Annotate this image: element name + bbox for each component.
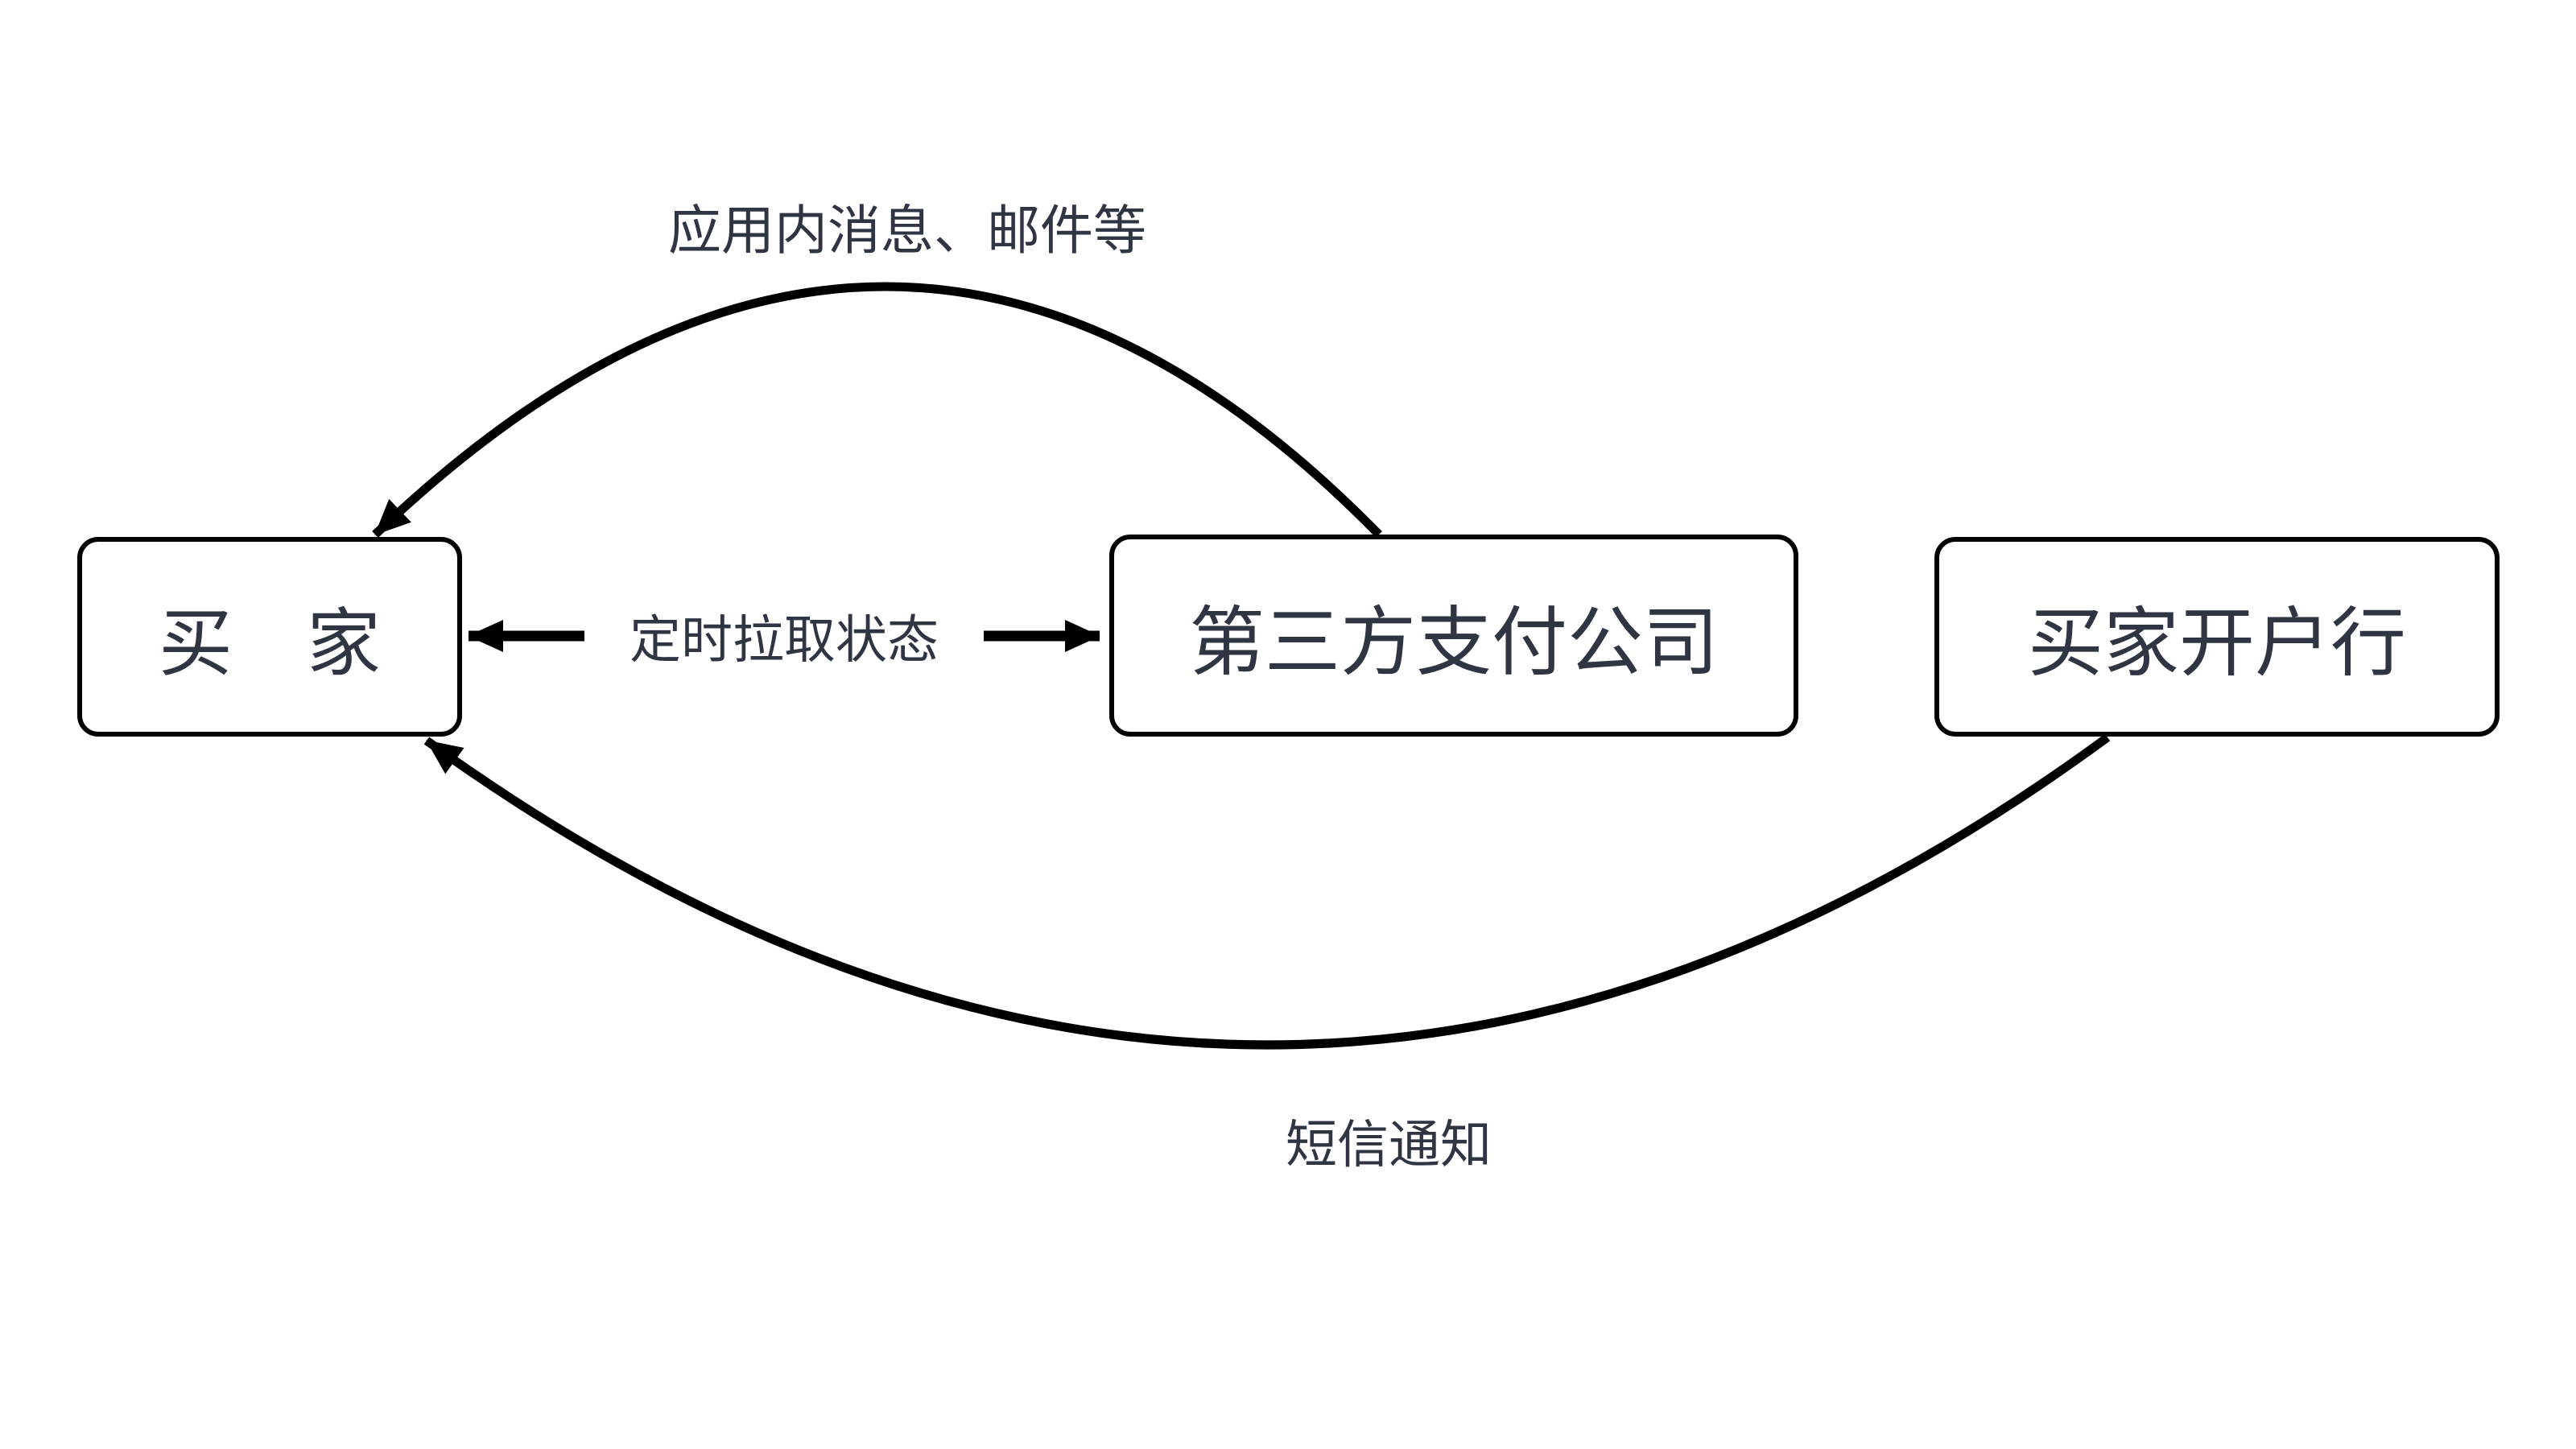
node-third-party-payment: 第三方支付公司 bbox=[1109, 535, 1798, 737]
edge-label-in-app-message: 应用内消息、邮件等 bbox=[668, 200, 1146, 260]
node-buyer: 买 家 bbox=[77, 537, 462, 737]
node-buyer-bank: 买家开户行 bbox=[1934, 537, 2500, 737]
edge-in-app-message-curve bbox=[372, 282, 1382, 538]
edge-sms-notice-curve bbox=[423, 733, 2111, 1050]
edge-label-poll-status: 定时拉取状态 bbox=[630, 611, 939, 669]
edge-label-sms-notice: 短信通知 bbox=[1286, 1116, 1492, 1174]
